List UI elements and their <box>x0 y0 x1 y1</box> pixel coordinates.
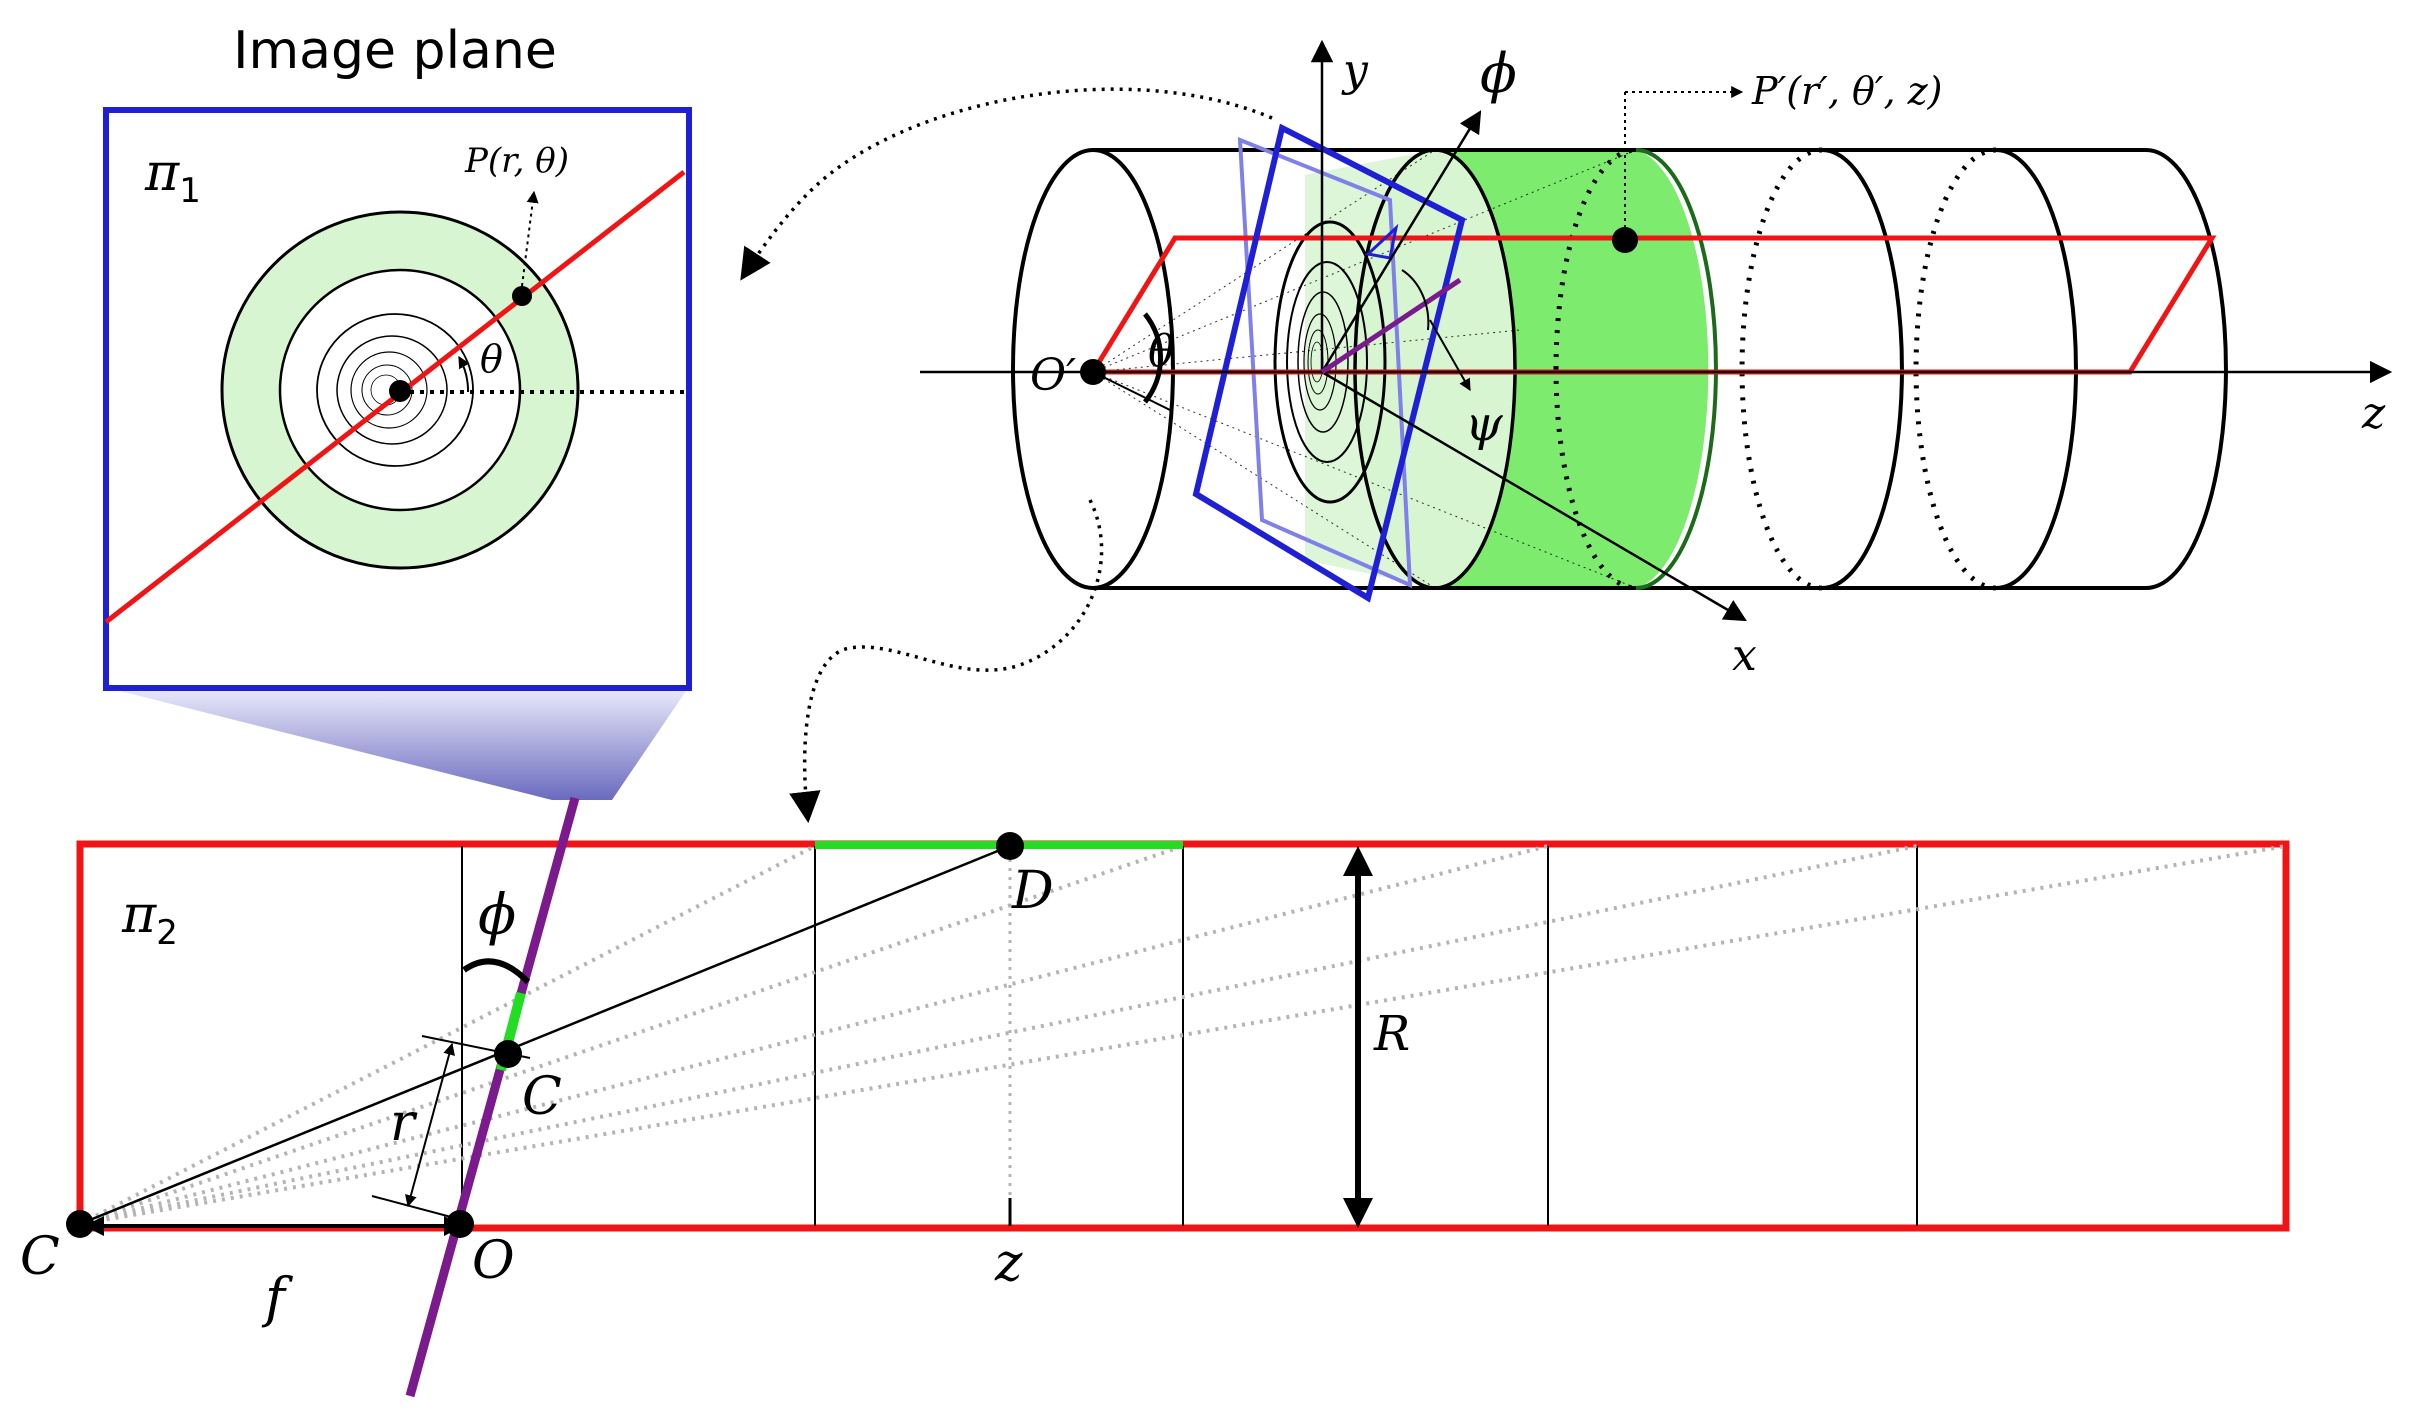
p-leader-line <box>521 190 539 287</box>
c-label: C <box>522 1067 562 1127</box>
section-2-front <box>1995 148 2078 590</box>
R-label: R <box>1373 1006 1410 1062</box>
point-c-left-dot <box>66 1210 94 1238</box>
theta-label-small: θ <box>480 337 503 381</box>
r-label: r <box>390 1093 418 1153</box>
phi-axis <box>1320 110 1482 373</box>
small-blue-triangle <box>1364 223 1399 260</box>
theta-label-cylinder: θ <box>1148 326 1175 377</box>
image-plane-panel: Image plane π1 P(r, θ) θ <box>103 21 692 800</box>
cross-section-diagram: π2 ϕ D C r R C O f z <box>20 796 2290 1398</box>
phi-label-cross: ϕ <box>478 883 516 948</box>
image-ring-3 <box>336 335 448 445</box>
point-c-dot <box>494 1040 522 1068</box>
theta-arc-cylinder <box>1143 312 1164 404</box>
purple-image-plane-line <box>405 796 580 1398</box>
plane-ellipse-1 <box>1273 220 1387 504</box>
z-axis-label: z <box>2361 388 2386 439</box>
image-plane-title: Image plane <box>233 21 557 81</box>
cylinder-end-cap <box>2145 148 2228 590</box>
section-1-front <box>1821 148 1904 590</box>
pi2-label: π2 <box>121 885 178 953</box>
p-r-theta-label: P(r, θ) <box>464 141 569 181</box>
cylinder-front-face <box>1011 148 1175 590</box>
origin-o-prime-dot <box>1080 359 1106 385</box>
curved-arrow-to-image-plane <box>740 87 1273 281</box>
y-axis-label: y <box>1341 45 1369 96</box>
phi-label-cylinder: ϕ <box>1480 42 1517 105</box>
band-back-edge <box>1553 147 1637 370</box>
x-axis-label: x <box>1732 630 1757 681</box>
cylinder-diagram: y ϕ P′(r′, θ′, z) O′ θ ψ x z <box>920 39 2393 681</box>
p-prime-label: P′(r′, θ′, z) <box>1751 69 1942 113</box>
section-2-back <box>1913 147 1997 591</box>
x-axis <box>1321 370 1747 622</box>
z-label-cross: z <box>994 1233 1023 1293</box>
image-center-dot <box>389 380 411 402</box>
point-p-dot <box>512 286 532 306</box>
ray-c-to-d <box>79 844 1011 1226</box>
psi-leader <box>1429 319 1471 392</box>
pi1-label: π1 <box>144 143 201 211</box>
purple-axis <box>1320 277 1462 375</box>
phi-arc-cross <box>462 958 531 985</box>
psi-label: ψ <box>1465 396 1504 452</box>
r-arrow <box>405 1042 455 1208</box>
theta-arc-small <box>458 355 470 393</box>
origin-label: O′ <box>1030 350 1076 401</box>
band-front-edge <box>1635 148 1718 590</box>
d-label: D <box>1011 861 1054 921</box>
point-o-dot <box>446 1210 474 1238</box>
psi-arc <box>1401 269 1430 331</box>
c-left-label: C <box>20 1227 60 1287</box>
plane-ellipse-2 <box>1286 261 1368 463</box>
o-label: O <box>472 1231 515 1291</box>
image-ring-4 <box>350 351 428 429</box>
point-p-prime-dot <box>1612 227 1638 253</box>
light-green-disk <box>1353 148 1517 590</box>
point-d-dot <box>996 832 1024 860</box>
ghost-image-plane <box>1237 136 1413 589</box>
curved-arrow-to-cross-section <box>789 499 1104 824</box>
grey-rays <box>79 844 2287 1226</box>
section-1-back <box>1739 147 1823 591</box>
projection-funnel <box>108 688 688 800</box>
theta-tick <box>1092 371 1171 411</box>
f-label: f <box>261 1266 293 1329</box>
